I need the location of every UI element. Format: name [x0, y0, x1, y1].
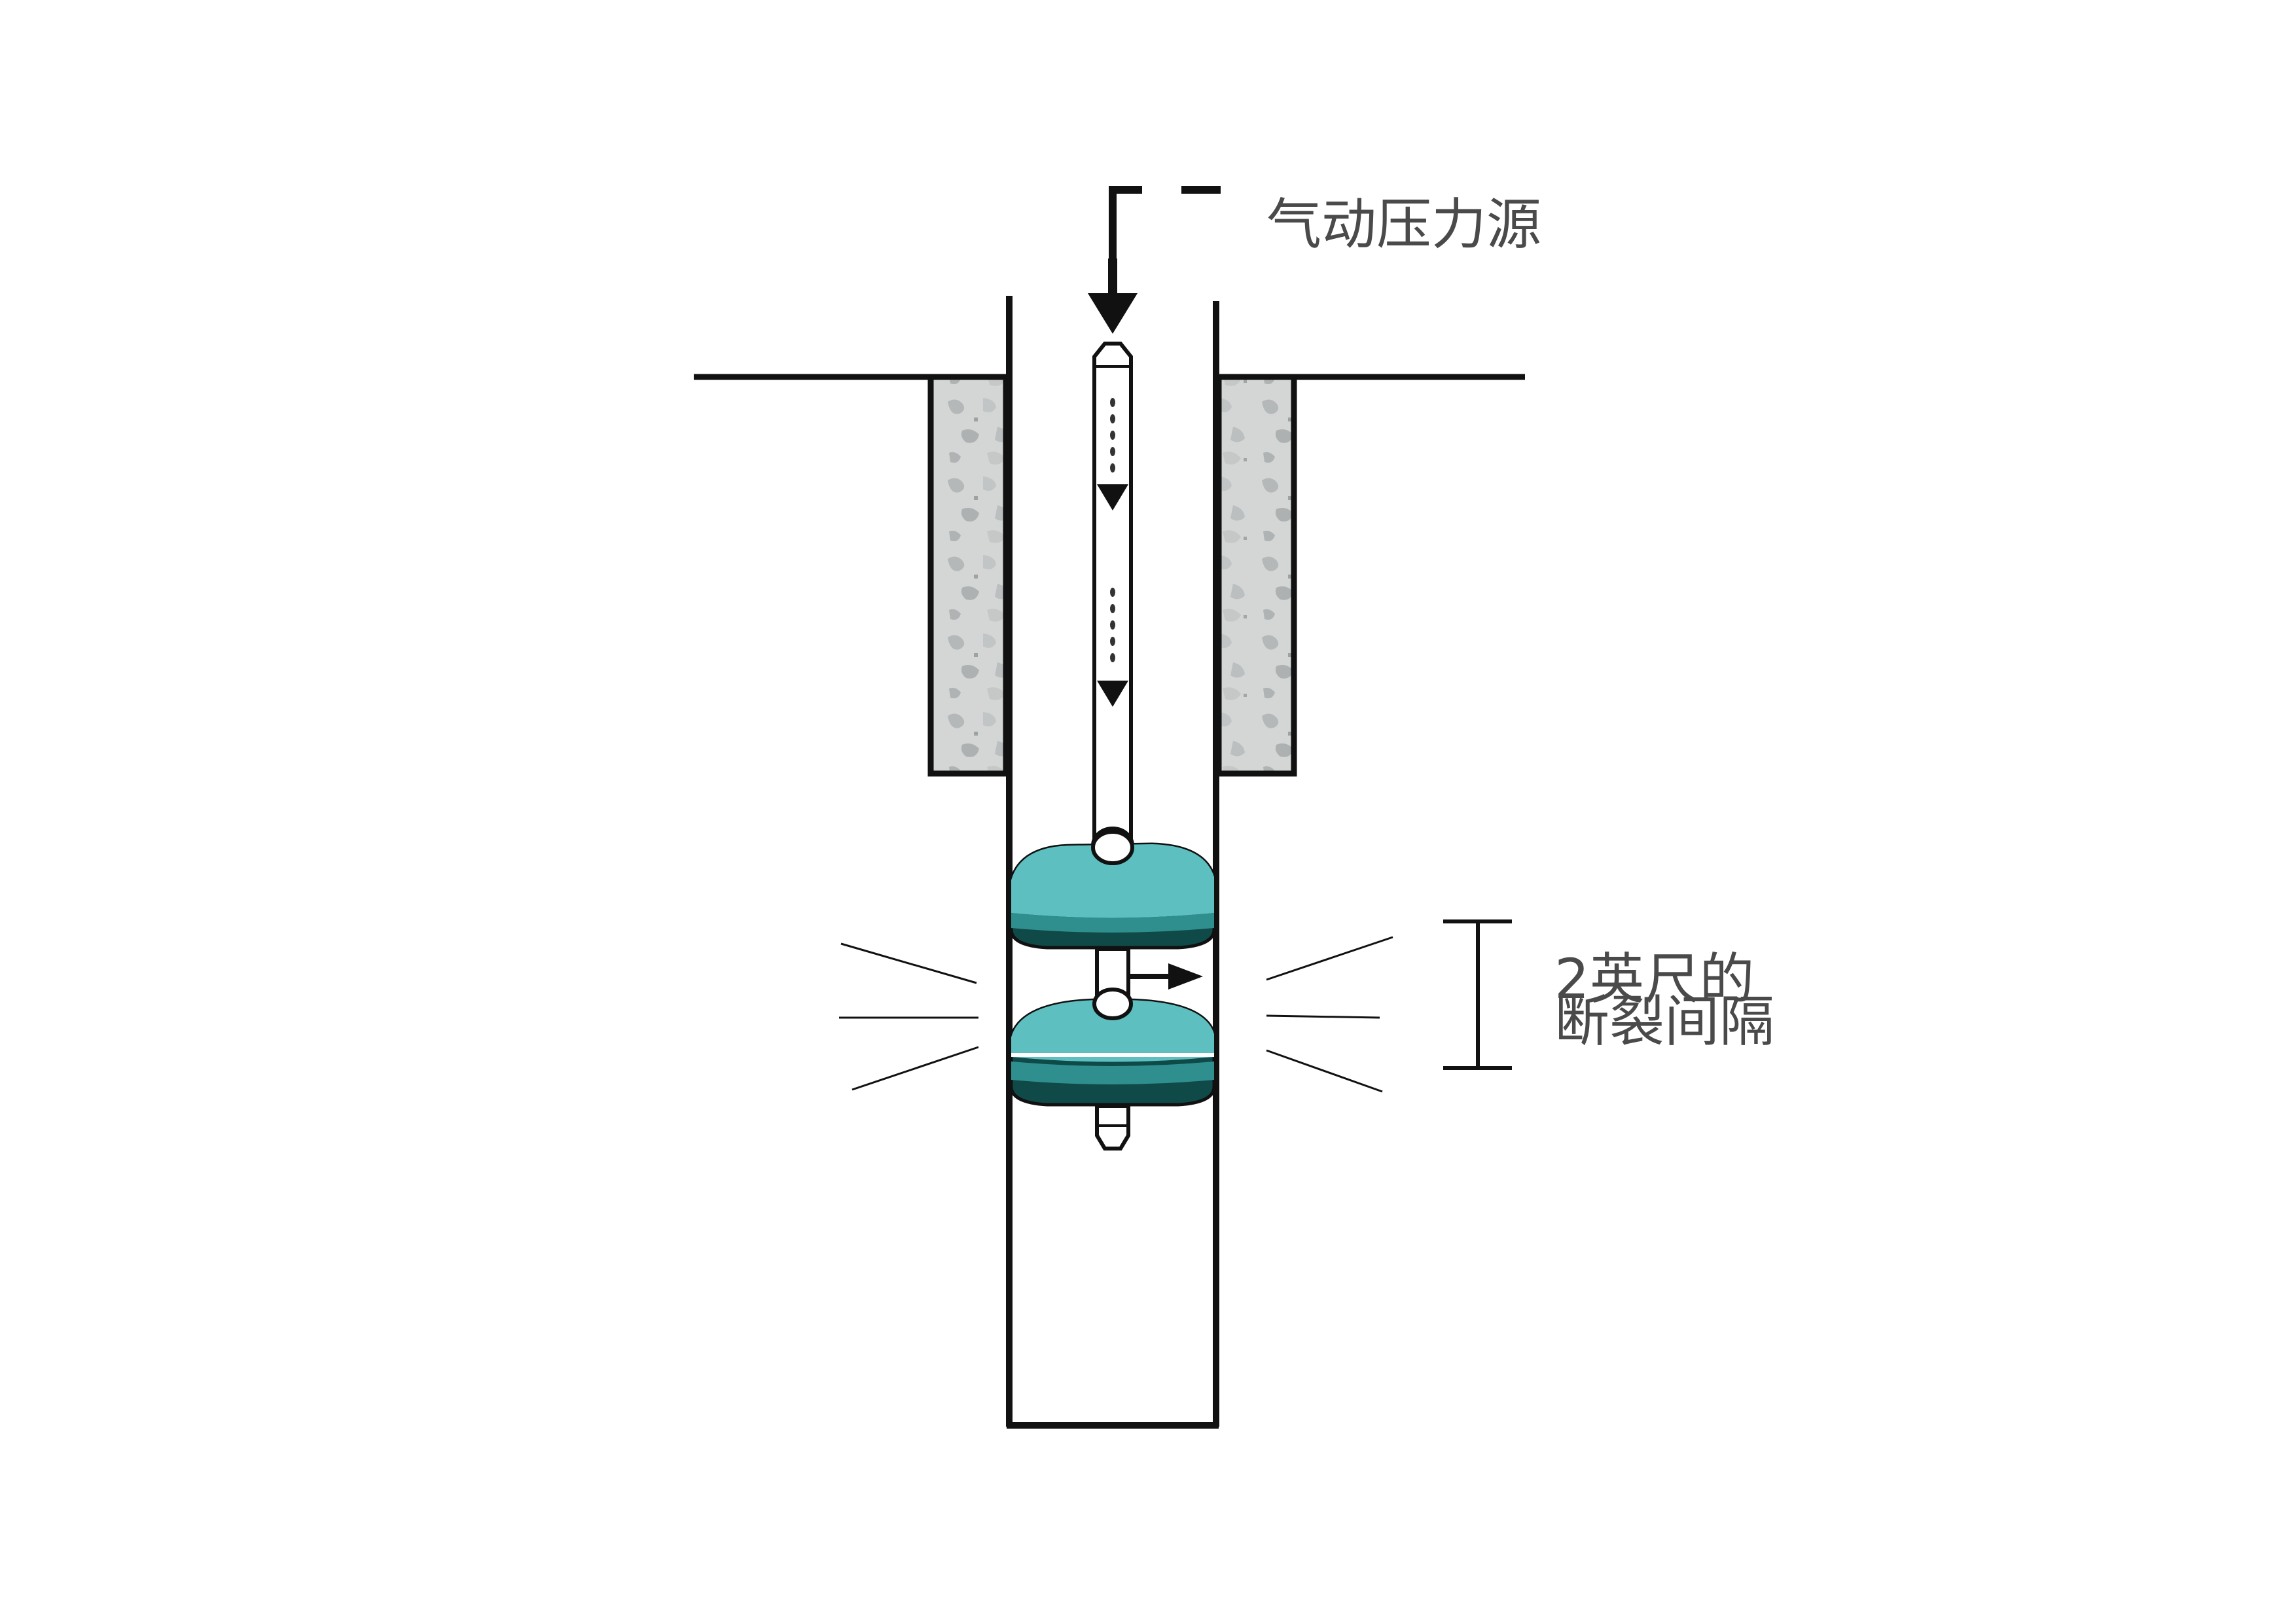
gap-label-line2: 断裂间隔: [1554, 990, 1774, 1054]
concrete-collar: [927, 374, 1297, 777]
flow-arrow-icon-2: [1097, 681, 1128, 707]
right-arrow-icon: [1128, 963, 1203, 990]
lower-packer: [1009, 988, 1216, 1107]
upper-packer: [1009, 830, 1216, 950]
pressure-supply-line: [1088, 186, 1221, 334]
injection-tube: [1091, 342, 1134, 865]
pressure-source-label: 气动压力源: [1266, 192, 1541, 257]
flow-dots-upper: [1110, 398, 1115, 473]
tube-tail: [1095, 1104, 1130, 1150]
concrete-block-left: [927, 374, 1009, 777]
gap-label-line1: 2英尺的: [1554, 947, 1754, 1011]
down-arrow-icon: [1088, 259, 1138, 334]
borehole: [1006, 296, 1219, 1429]
radiating-lines-icon: [839, 936, 1393, 1093]
concrete-block-right: [1215, 374, 1297, 777]
dimension-bracket-icon: [1443, 919, 1512, 1070]
flow-dots-lower: [1110, 588, 1115, 662]
flow-arrow-icon: [1097, 484, 1128, 510]
